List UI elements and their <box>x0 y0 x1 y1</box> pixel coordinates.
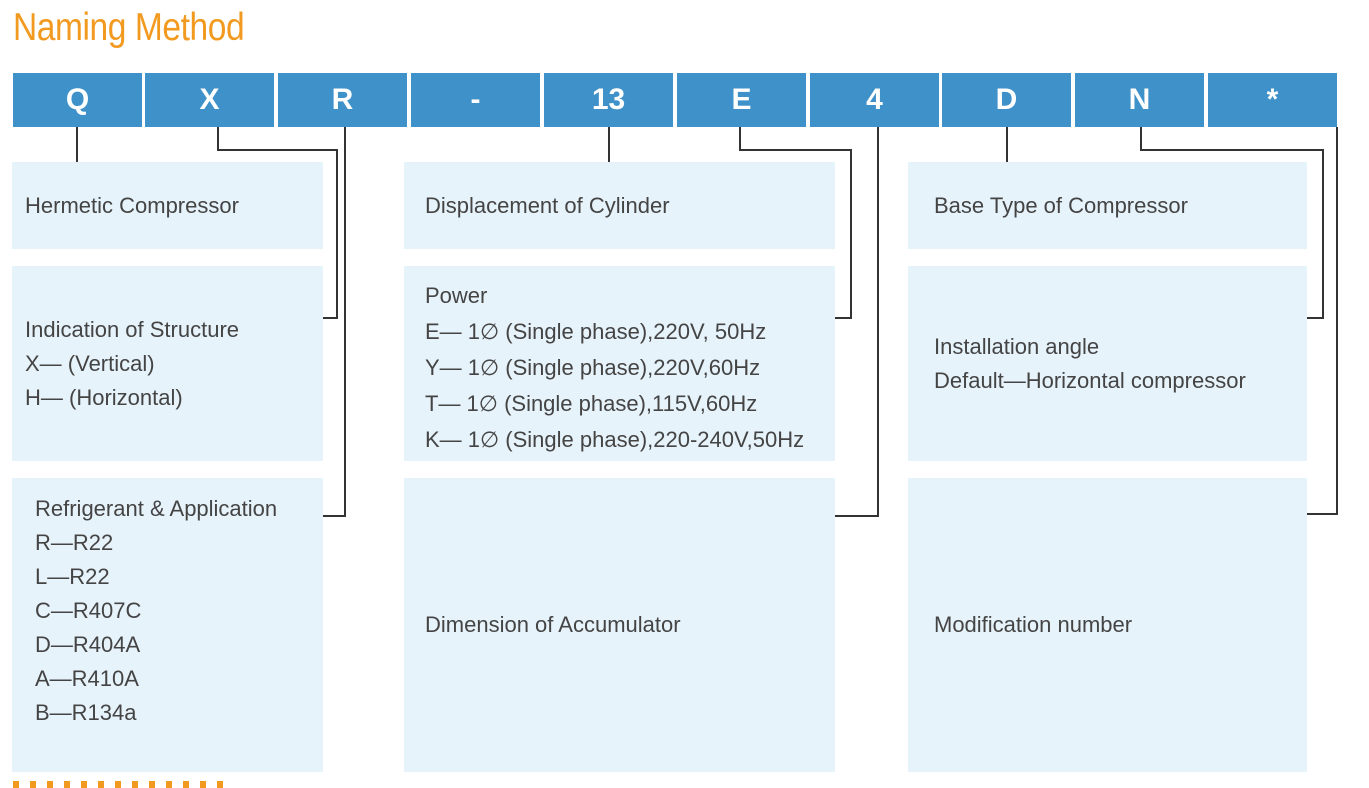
decor-mark <box>149 781 155 788</box>
decor-mark <box>64 781 70 788</box>
decor-mark <box>200 781 206 788</box>
decor-mark <box>81 781 87 788</box>
connector-r <box>323 127 346 517</box>
box-line: K— 1∅ (Single phase),220-240V,50Hz <box>425 427 805 452</box>
box-line: Modification number <box>934 612 1133 637</box>
box-line: Installation angle <box>934 333 1100 359</box>
code-letter-e: E <box>677 73 806 127</box>
box-line: Power <box>425 283 488 308</box>
box-line: B—R134a <box>35 700 137 725</box>
decor-mark <box>132 781 138 788</box>
code-letter-d: D <box>942 73 1071 127</box>
decor-mark <box>115 781 121 788</box>
code-number-4: 4 <box>810 73 939 127</box>
box-line: H— (Horizontal) <box>25 384 183 410</box>
base-type-box: Base Type of Compressor <box>908 162 1307 249</box>
box-line: Indication of Structure <box>25 316 240 342</box>
code-letter-n: N <box>1075 73 1204 127</box>
modification-box: Modification number <box>908 478 1307 772</box>
box-line: T— 1∅ (Single phase),115V,60Hz <box>425 391 758 416</box>
box-line: D—R404A <box>35 632 141 657</box>
connector-4 <box>835 127 879 517</box>
box-line: Dimension of Accumulator <box>425 612 681 637</box>
box-line: Default—Horizontal compressor <box>934 367 1246 393</box>
box-line: Base Type of Compressor <box>934 192 1188 218</box>
box-line: Refrigerant & Application <box>35 496 278 521</box>
box-line: L—R22 <box>35 564 110 589</box>
box-line: Hermetic Compressor <box>25 192 239 218</box>
box-line: E— 1∅ (Single phase),220V, 50Hz <box>425 319 767 344</box>
code-dash: - <box>411 73 540 127</box>
cropped-heading-fragment <box>13 781 223 788</box>
decor-mark <box>13 781 19 788</box>
box-line: X— (Vertical) <box>25 350 155 376</box>
connector-n <box>1140 127 1324 319</box>
decor-mark <box>98 781 104 788</box>
code-letter-x: X <box>145 73 274 127</box>
box-line: Y— 1∅ (Single phase),220V,60Hz <box>425 355 761 380</box>
box-line: Displacement of Cylinder <box>425 192 670 218</box>
decor-mark <box>217 781 223 788</box>
structure-box: Indication of Structure X— (Vertical) H—… <box>12 266 323 461</box>
box-line: A—R410A <box>35 666 139 691</box>
hermetic-compressor-box: Hermetic Compressor <box>12 162 323 249</box>
page-title: Naming Method <box>13 6 245 49</box>
accumulator-box: Dimension of Accumulator <box>404 478 835 772</box>
code-asterisk: * <box>1208 73 1337 127</box>
box-line: C—R407C <box>35 598 142 623</box>
code-letter-q: Q <box>13 73 142 127</box>
decor-mark <box>166 781 172 788</box>
refrigerant-box: Refrigerant & Application R—R22 L—R22 C—… <box>12 478 323 772</box>
decor-mark <box>30 781 36 788</box>
displacement-box: Displacement of Cylinder <box>404 162 835 249</box>
installation-box: Installation angle Default—Horizontal co… <box>908 266 1307 461</box>
connector-asterisk <box>1307 127 1338 515</box>
connector-x <box>217 127 338 319</box>
decor-mark <box>183 781 189 788</box>
box-line: R—R22 <box>35 530 114 555</box>
connector-e <box>739 127 852 319</box>
power-box: Power E— 1∅ (Single phase),220V, 50Hz Y—… <box>404 266 835 461</box>
code-letter-r: R <box>278 73 407 127</box>
decor-mark <box>47 781 53 788</box>
code-number-13: 13 <box>544 73 673 127</box>
